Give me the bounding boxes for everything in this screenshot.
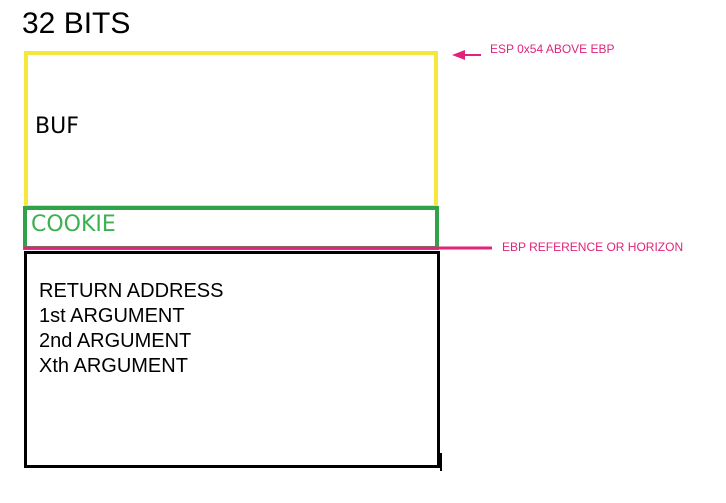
stack-items-list: RETURN ADDRESS 1st ARGUMENT 2nd ARGUMENT… (39, 279, 223, 379)
esp-annotation: ESP 0x54 ABOVE EBP (490, 42, 615, 56)
buf-label: BUF (35, 114, 79, 139)
stack-item-1st-argument: 1st ARGUMENT (39, 305, 185, 327)
ebp-annotation: EBP REFERENCE OR HORIZON (502, 240, 684, 254)
corner-tick-mark (440, 453, 442, 471)
stack-item-xth-argument: Xth ARGUMENT (39, 355, 188, 377)
stack-item-return-address: RETURN ADDRESS (39, 280, 224, 302)
esp-arrow-icon (452, 50, 481, 60)
stack-frame-block (24, 251, 440, 468)
cookie-label: COOKIE (31, 212, 116, 237)
stack-item-2nd-argument: 2nd ARGUMENT (39, 330, 192, 352)
diagram-title: 32 BITS (22, 7, 131, 40)
